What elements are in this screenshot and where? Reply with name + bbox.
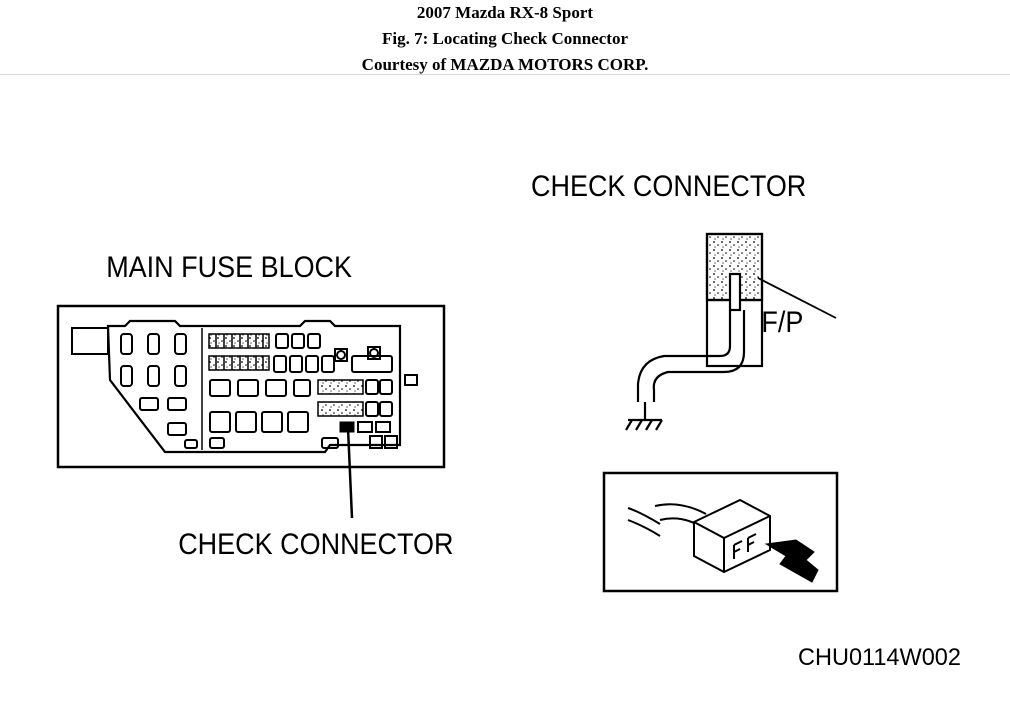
check-connector-leader [346,427,354,519]
fp-label: F/P [761,306,803,340]
header-divider [0,74,1010,75]
check-connector-title: CHECK CONNECTOR [531,170,806,204]
figure-caption: Fig. 7: Locating Check Connector [381,29,628,48]
connector-schematic [625,232,837,431]
connector-inset [602,471,839,593]
figure-code: CHU0114W002 [798,644,961,671]
courtesy-line: Courtesy of MAZDA MOTORS CORP. [361,55,649,74]
main-fuse-block-label: MAIN FUSE BLOCK [106,251,352,285]
main-fuse-block [56,304,446,469]
check-connector-callout: CHECK CONNECTOR [178,528,453,562]
vehicle-title: 2007 Mazda RX-8 Sport [416,3,594,22]
figure-header: 2007 Mazda RX-8 Sport Fig. 7: Locating C… [0,0,1010,74]
